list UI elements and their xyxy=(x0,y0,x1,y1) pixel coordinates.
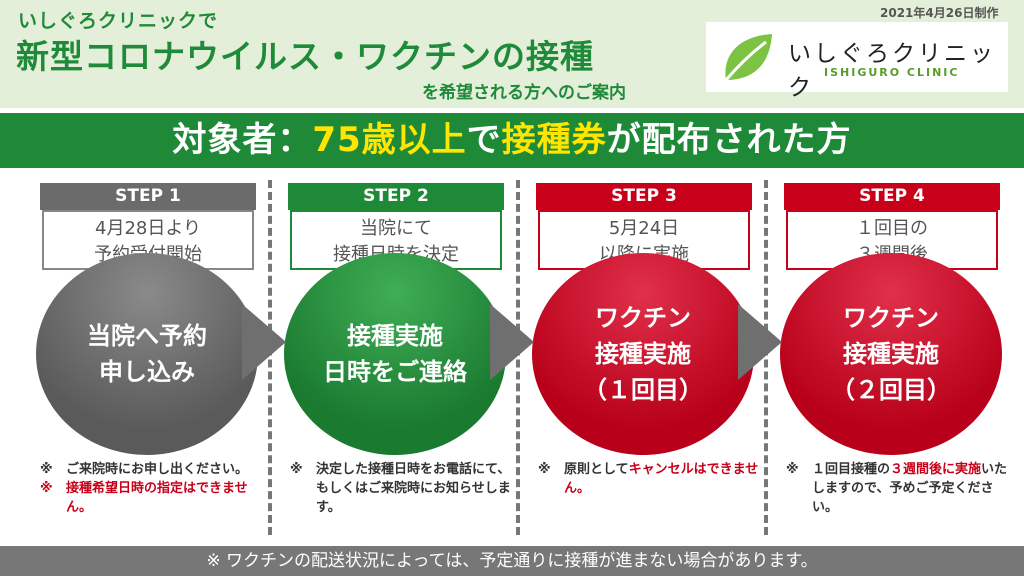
step2-circle-line2: 日時をご連絡 xyxy=(323,358,467,386)
step3-circle-line2: 接種実施 xyxy=(595,340,691,368)
clinic-logo: いしぐろクリニック ISHIGURO CLINIC xyxy=(706,22,1008,101)
step4-circle: ワクチン 接種実施 （２回目） xyxy=(780,253,1002,455)
note-mark: ※ xyxy=(40,481,53,496)
leaf-icon xyxy=(724,34,772,81)
step4-circle-line1: ワクチン xyxy=(843,304,939,332)
banner-ticket: 接種券 xyxy=(501,120,607,160)
step1-box-line1: 4月28日より xyxy=(95,218,201,239)
step1-circle: 当院へ予約 申し込み xyxy=(36,253,258,455)
step2-notes: ※ 決定した接種日時をお電話にて、もしくはご来院時にお知らせします。 xyxy=(290,460,512,517)
note-mark: ※ xyxy=(40,462,53,477)
clinic-intro: いしぐろクリニックで xyxy=(18,10,219,32)
step1-note-a: ご来院時にお申し出ください。 xyxy=(66,462,249,477)
page-subtitle: を希望される方へのご案内 xyxy=(422,83,626,103)
step4-note-post: いたしますので、予めご予定ください。 xyxy=(812,462,1008,515)
step4-note-red: ３週間後に実施 xyxy=(890,462,982,477)
step3-notes: ※ 原則としてキャンセルはできません。 xyxy=(538,460,760,498)
step1-note-b: 接種希望日時の指定はできません。 xyxy=(66,481,248,515)
step4-circle-line2: 接種実施 xyxy=(843,340,939,368)
banner-age: 75歳以上 xyxy=(312,120,467,160)
step1-label: STEP 1 xyxy=(40,183,256,210)
step3-circle-line1: ワクチン xyxy=(595,304,691,332)
step2-circle-line1: 接種実施 xyxy=(347,322,443,350)
step1-circle-line2: 申し込み xyxy=(99,358,195,386)
header: いしぐろクリニックで 新型コロナウイルス・ワクチンの接種 を希望される方へのご案… xyxy=(0,0,1024,108)
step2-circle: 接種実施 日時をご連絡 xyxy=(284,253,506,455)
step2-box: 当院にて 接種日時を決定 xyxy=(290,210,502,270)
step3-note-pre: 原則として xyxy=(564,462,629,477)
banner-prefix: 対象者： xyxy=(172,120,313,160)
arrow-right-icon xyxy=(490,304,534,380)
step1-notes: ※ ご来院時にお申し出ください。 ※ 接種希望日時の指定はできません。 xyxy=(40,460,262,517)
note-mark: ※ xyxy=(538,462,551,477)
arrow-right-icon xyxy=(242,304,286,380)
banner-suffix: が配布された方 xyxy=(606,120,852,160)
footer-notice: ※ ワクチンの配送状況によっては、予定通りに接種が進まない場合があります。 xyxy=(0,546,1024,576)
step4-circle-line3: （２回目） xyxy=(831,376,951,404)
note-mark: ※ xyxy=(290,462,303,477)
step4-note-pre: １回目接種の xyxy=(812,462,891,477)
step1-circle-line1: 当院へ予約 xyxy=(87,322,207,350)
target-banner: 対象者：75歳以上で接種券が配布された方 xyxy=(0,113,1024,168)
step2-note: 決定した接種日時をお電話にて、もしくはご来院時にお知らせします。 xyxy=(316,462,511,515)
step3-box-line1: 5月24日 xyxy=(608,218,680,239)
step3-label: STEP 3 xyxy=(536,183,752,210)
step4-label: STEP 4 xyxy=(784,183,1000,210)
step4-notes: ※ １回目接種の３週間後に実施いたしますので、予めご予定ください。 xyxy=(786,460,1008,517)
step4-box-line1: １回目の xyxy=(856,218,928,239)
logo-name-en: ISHIGURO CLINIC xyxy=(824,66,960,79)
step2-box-line1: 当院にて xyxy=(360,218,432,239)
page-title: 新型コロナウイルス・ワクチンの接種 xyxy=(16,37,594,76)
logo-name-jp: いしぐろクリニック xyxy=(788,41,996,101)
arrow-right-icon xyxy=(738,304,782,380)
note-mark: ※ xyxy=(786,462,799,477)
step2-label: STEP 2 xyxy=(288,183,504,210)
step3-note-red: キャンセルはできません。 xyxy=(564,462,759,496)
step3-circle-line3: （１回目） xyxy=(583,376,703,404)
banner-mid: で xyxy=(466,120,502,160)
step3-circle: ワクチン 接種実施 （１回目） xyxy=(532,253,754,455)
creation-date: 2021年4月26日制作 xyxy=(880,6,999,20)
